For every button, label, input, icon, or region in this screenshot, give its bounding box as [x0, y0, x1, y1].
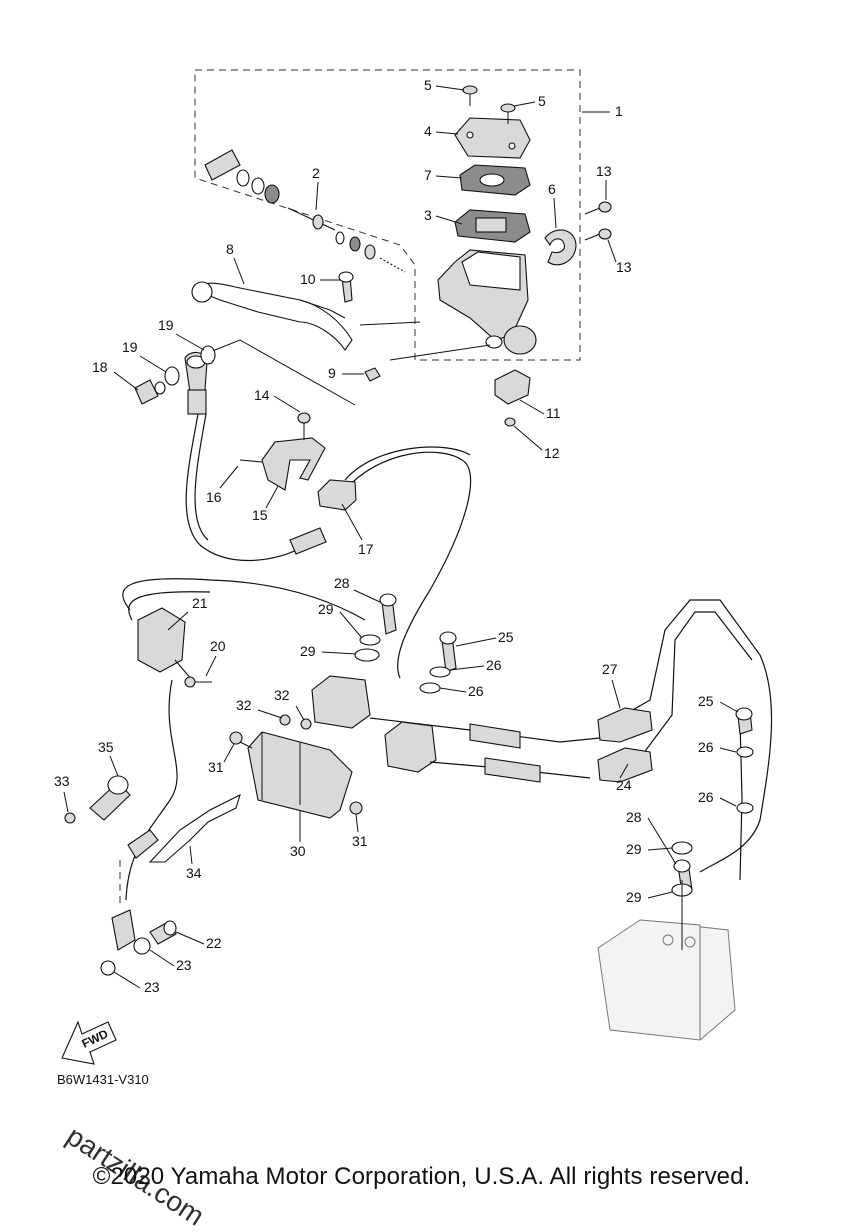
callout-19b: 19: [158, 317, 174, 333]
diagram-reference-code: B6W1431-V310: [57, 1072, 149, 1087]
brake-hoses-right: [369, 599, 773, 881]
callout-11: 11: [546, 405, 561, 421]
callout-5a: 5: [424, 77, 432, 93]
callout-34: 34: [186, 865, 202, 881]
callout-3: 3: [424, 207, 432, 223]
callout-labels: 1 2 3 4 5 5 6 7 8 9 10 11 12 13 13 14 15…: [54, 77, 739, 995]
hose-routing-mid: [119, 578, 366, 905]
master-cylinder-group: [191, 85, 612, 427]
lower-left-parts: [64, 775, 241, 976]
callout-29b: 29: [300, 643, 316, 659]
front-brake-switch: [494, 369, 531, 405]
callout-14: 14: [254, 387, 270, 403]
callout-29d: 29: [626, 889, 642, 905]
brake-lever: [194, 282, 353, 351]
hose-bracket: [261, 437, 326, 491]
reservoir-cap: [454, 117, 531, 159]
callout-35: 35: [98, 739, 114, 755]
master-cylinder-holder: [544, 229, 577, 266]
hose-joint-right: [384, 721, 437, 773]
brake-master-cylinder-diagram: FWD 1 2 3 4 5 5 6 7 8 9 10 11 12 13 13 1…: [54, 69, 773, 1065]
callout-28b: 28: [626, 809, 642, 825]
lever-nut: [364, 367, 381, 382]
callout-7: 7: [424, 167, 432, 183]
callout-17: 17: [358, 541, 374, 557]
callout-26c: 26: [698, 739, 714, 755]
holder-bolts: [584, 201, 612, 241]
hose-joint-upper: [317, 479, 357, 511]
callout-10: 10: [300, 271, 316, 287]
master-cylinder-assembly-outline: [194, 69, 581, 361]
callout-1: 1: [615, 103, 623, 119]
callout-15: 15: [252, 507, 268, 523]
piston-kit: [204, 149, 406, 273]
callout-18: 18: [92, 359, 108, 375]
callout-8: 8: [226, 241, 234, 257]
callout-24: 24: [616, 777, 632, 793]
callout-12: 12: [544, 445, 560, 461]
callout-2: 2: [312, 165, 320, 181]
hose-joint-left: [311, 675, 371, 729]
callout-28a: 28: [334, 575, 350, 591]
callout-5b: 5: [538, 93, 546, 109]
callout-22: 22: [206, 935, 222, 951]
callout-31b: 31: [352, 833, 368, 849]
callout-31a: 31: [208, 759, 224, 775]
callout-26b: 26: [468, 683, 484, 699]
callout-25b: 25: [698, 693, 714, 709]
callout-33: 33: [54, 773, 70, 789]
callout-30: 30: [290, 843, 306, 859]
callout-32a: 32: [236, 697, 252, 713]
callout-26a: 26: [486, 657, 502, 673]
abs-hydraulic-unit: [597, 919, 736, 1041]
callout-21: 21: [192, 595, 208, 611]
callout-29a: 29: [318, 601, 334, 617]
callout-9: 9: [328, 365, 336, 381]
callout-19a: 19: [122, 339, 138, 355]
callout-13a: 13: [596, 163, 612, 179]
callout-27: 27: [602, 661, 618, 677]
callout-32b: 32: [274, 687, 290, 703]
callout-6: 6: [548, 181, 556, 197]
callout-25a: 25: [498, 629, 514, 645]
callout-26d: 26: [698, 789, 714, 805]
callout-23b: 23: [144, 979, 160, 995]
callout-23a: 23: [176, 957, 192, 973]
brake-hose-upper: [134, 345, 472, 679]
forward-direction-arrow: FWD: [61, 1020, 117, 1065]
callout-13b: 13: [616, 259, 632, 275]
callout-4: 4: [424, 123, 432, 139]
callout-29c: 29: [626, 841, 642, 857]
callout-20: 20: [210, 638, 226, 654]
copyright-notice: ©2020 Yamaha Motor Corporation, U.S.A. A…: [92, 1163, 751, 1190]
callout-16: 16: [206, 489, 222, 505]
